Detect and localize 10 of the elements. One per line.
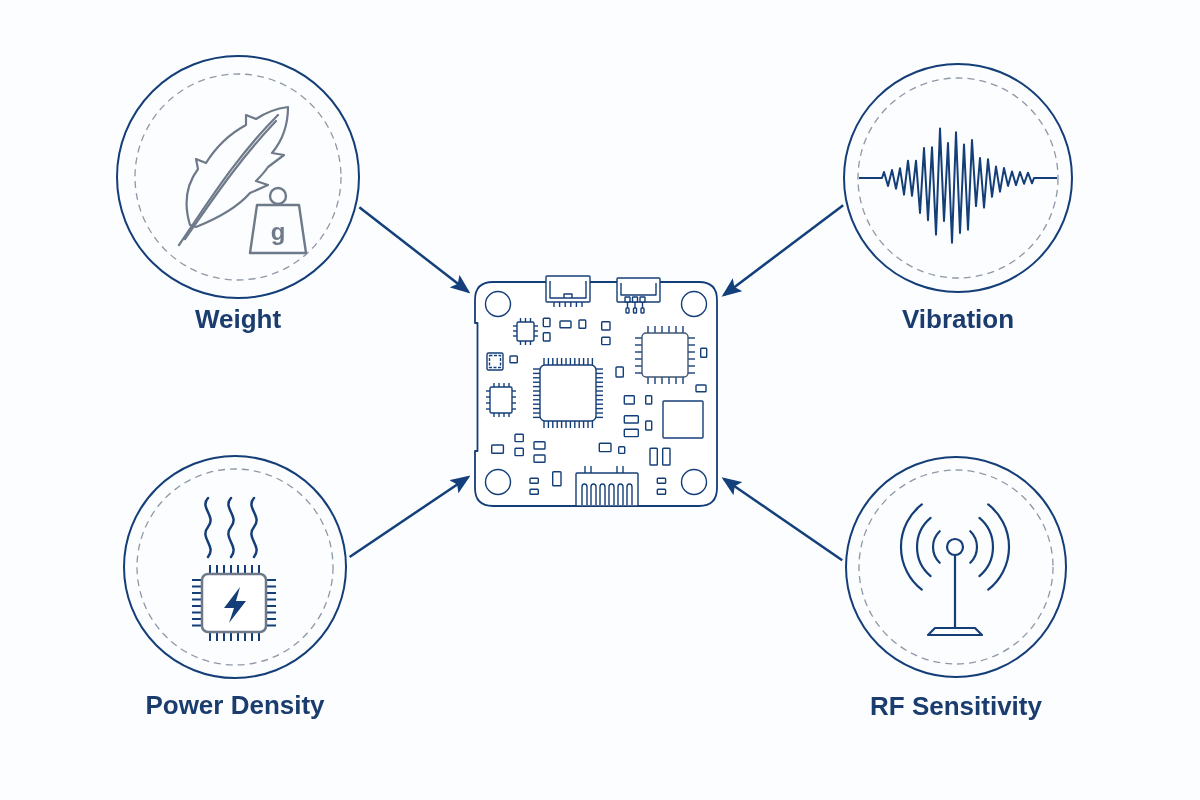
arrow [348,475,471,559]
arrow [358,206,471,294]
node-label: Vibration [901,304,1015,334]
arrow [721,477,843,562]
arrow [721,204,844,297]
node-label: Weight [194,304,282,334]
circuit-board-drawing [474,275,718,507]
node-label: Power Density [145,690,325,720]
unit-letter: g [270,217,286,246]
node-label: RF Sensitivity [870,691,1042,721]
